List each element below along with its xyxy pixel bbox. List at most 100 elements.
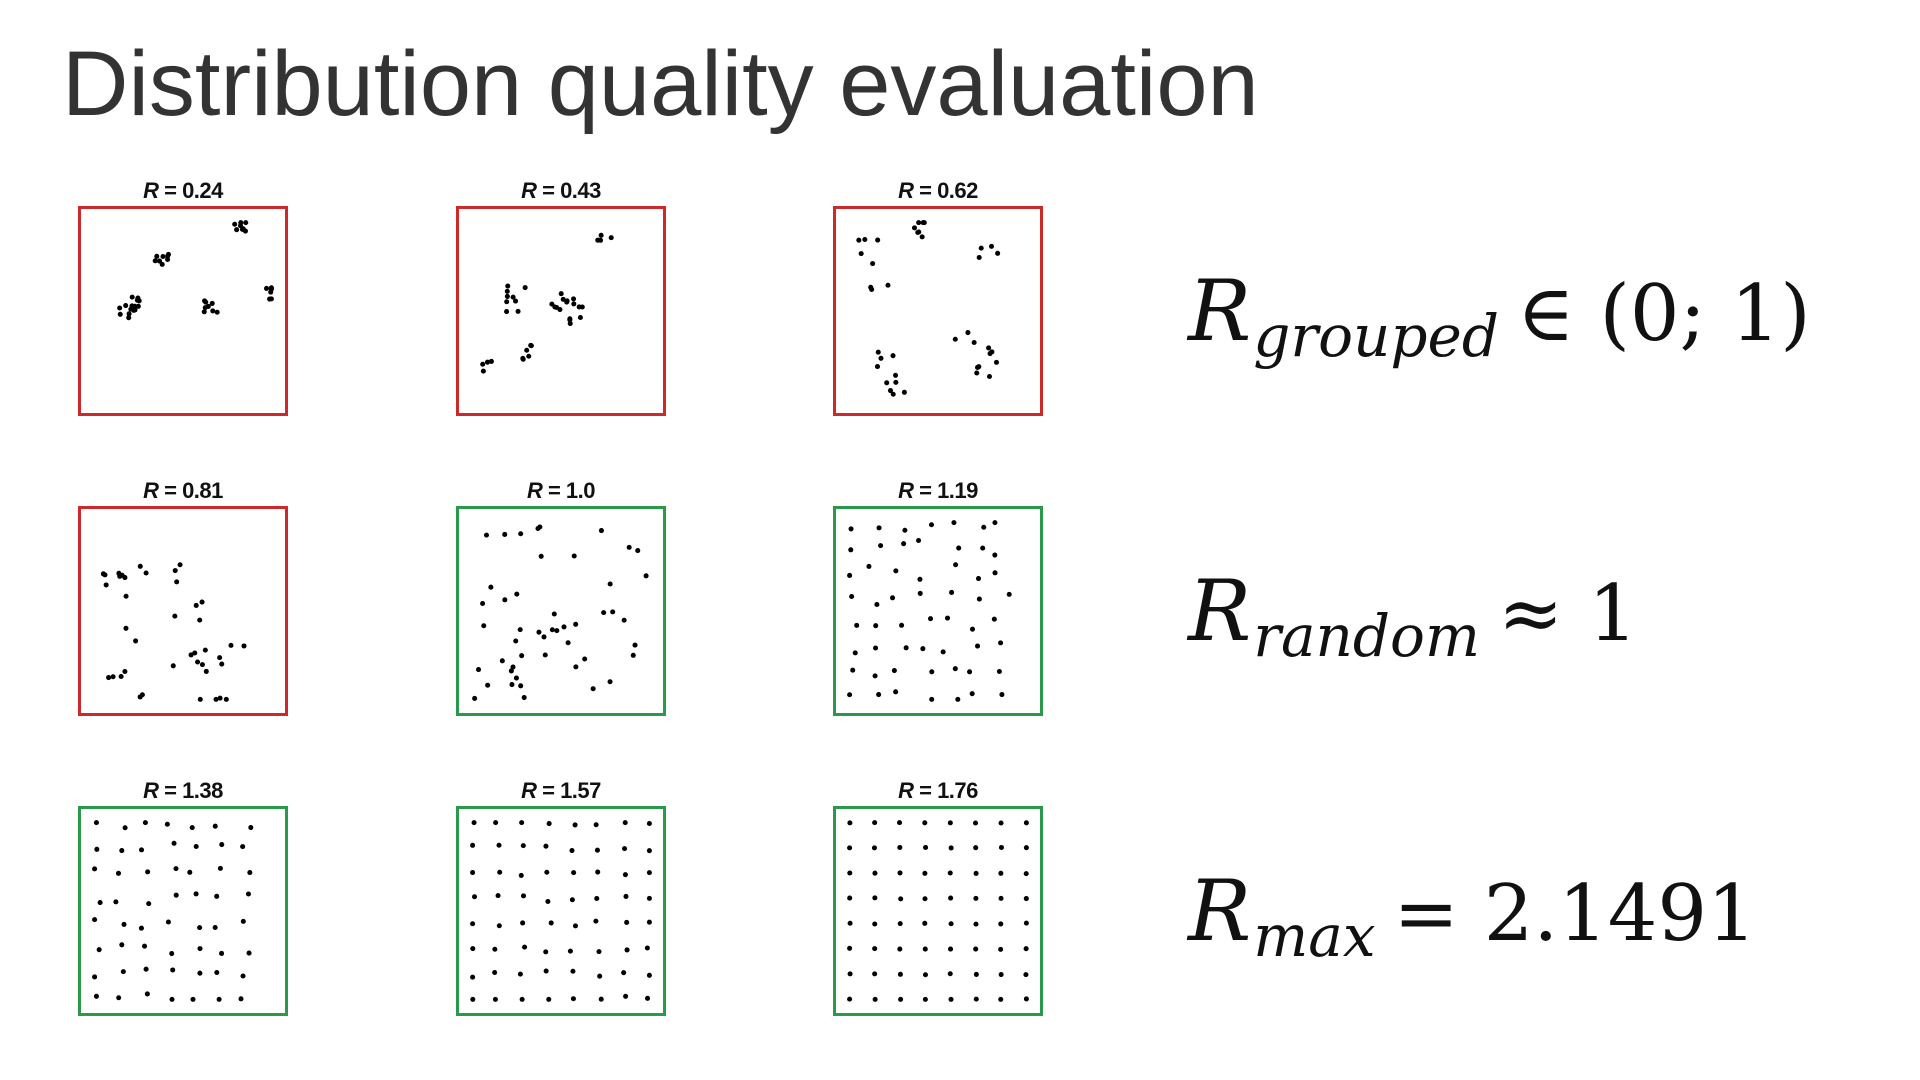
dot (998, 870, 1004, 876)
dot-plot-frame (78, 806, 288, 1016)
dot (847, 845, 853, 851)
dot (137, 563, 143, 569)
dot (213, 696, 219, 702)
dot (517, 627, 523, 633)
dot (488, 584, 494, 590)
dot (903, 645, 909, 651)
dot (646, 895, 652, 901)
dot (135, 303, 141, 309)
dot (483, 532, 490, 538)
dot (643, 573, 649, 579)
dot (126, 315, 132, 321)
dot (509, 682, 515, 688)
dot (874, 601, 880, 608)
dot (519, 653, 525, 659)
dot (644, 945, 650, 951)
dot (952, 336, 958, 342)
dot (520, 843, 526, 849)
dot (594, 847, 600, 853)
dot-plot-frame (78, 506, 288, 716)
dot (953, 562, 959, 568)
dot (901, 541, 907, 547)
dot (510, 294, 516, 300)
dot (492, 996, 498, 1002)
dot (969, 626, 976, 632)
dot (232, 221, 238, 227)
dot (518, 683, 524, 689)
dot (981, 524, 987, 530)
dot (470, 996, 476, 1002)
dot (197, 696, 203, 702)
panel-r-1-57: R = 1.57 (456, 776, 666, 1016)
dot (897, 844, 903, 850)
dot (488, 358, 494, 364)
dot (541, 634, 547, 640)
dot (560, 296, 566, 302)
dot (240, 918, 246, 924)
dot (201, 309, 207, 315)
dot (901, 389, 907, 395)
dot (188, 652, 194, 658)
dot (998, 921, 1004, 927)
panel-label: R = 0.43 (521, 178, 601, 203)
dot (898, 896, 904, 902)
dot (92, 866, 98, 872)
dot (546, 996, 552, 1002)
dot (998, 946, 1004, 952)
dot (898, 996, 904, 1002)
dot (973, 870, 979, 876)
dot (917, 590, 923, 596)
panel-label: R = 1.57 (521, 778, 601, 803)
panel-label: R = 0.62 (898, 178, 978, 203)
dot (872, 673, 878, 679)
dot (197, 946, 203, 952)
dot (608, 235, 614, 241)
dot (976, 254, 982, 260)
panel-r-0-43: R = 0.43 (456, 176, 666, 416)
dot (504, 299, 510, 305)
dot (847, 996, 853, 1002)
dot (524, 347, 530, 353)
dot (545, 898, 551, 905)
dot (595, 869, 601, 875)
dot (858, 251, 864, 257)
dot (971, 339, 977, 345)
dot (992, 570, 998, 576)
dot (502, 531, 508, 537)
dot (923, 844, 929, 850)
dot (170, 663, 176, 669)
dot (485, 682, 491, 688)
dot (986, 373, 993, 379)
dot (214, 309, 220, 315)
dot (160, 253, 166, 260)
dot (922, 996, 928, 1002)
dot (243, 220, 249, 226)
dot (515, 308, 521, 314)
dot (134, 297, 140, 303)
dot (872, 895, 878, 901)
dot (987, 351, 993, 357)
dot (513, 638, 519, 644)
dot (492, 969, 498, 976)
dot (922, 896, 928, 902)
dot (646, 919, 652, 925)
formula-symbol: R (1188, 562, 1252, 660)
dot (519, 820, 525, 826)
dot (571, 301, 577, 307)
dot (590, 686, 596, 692)
dot (214, 969, 220, 976)
dot-plot (847, 820, 1029, 1002)
dot (137, 694, 143, 700)
dot (242, 228, 248, 234)
dot (165, 251, 171, 257)
dot (92, 917, 98, 923)
formula-random: Rrandom≈ 1 (1188, 562, 1638, 670)
dot-plot-frame (833, 806, 1043, 1016)
dot (579, 304, 585, 310)
dot (549, 627, 555, 633)
dot (848, 547, 854, 553)
dot (499, 658, 505, 664)
dot (199, 662, 205, 668)
dot (878, 543, 884, 549)
dot (593, 822, 599, 828)
